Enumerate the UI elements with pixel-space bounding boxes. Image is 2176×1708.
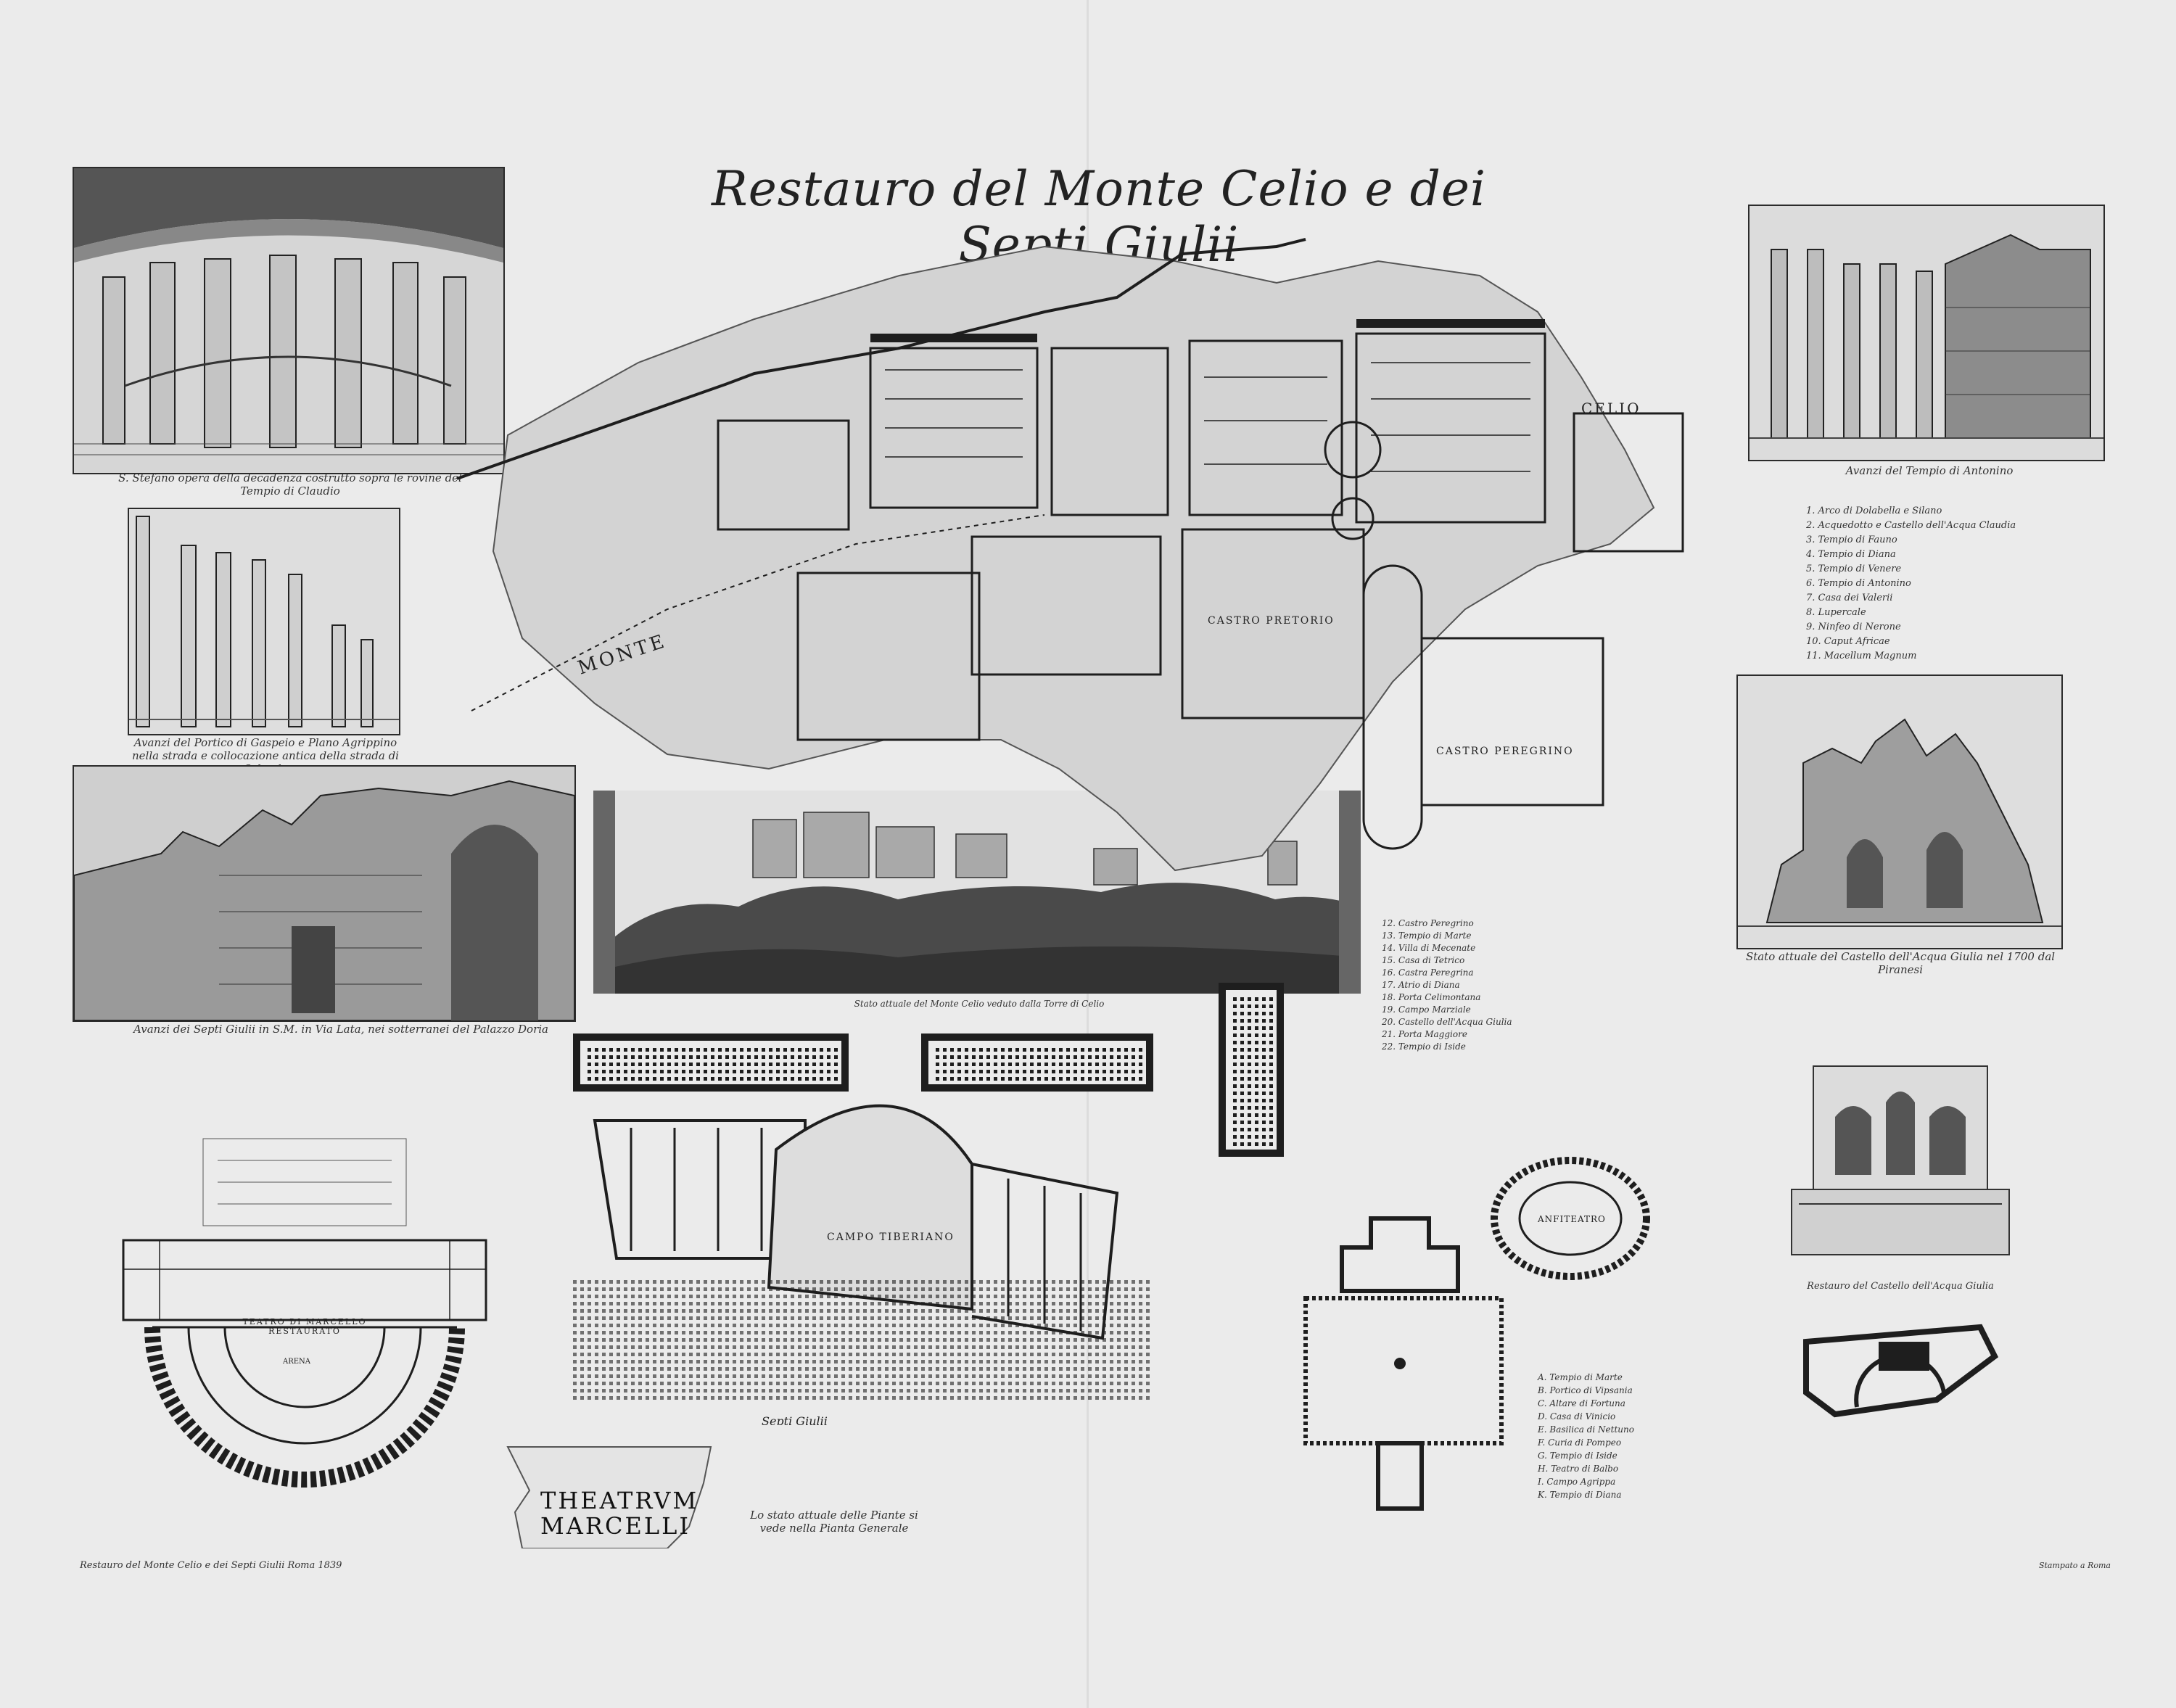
legend-item: 19. Campo Marziale <box>1382 1004 1471 1015</box>
bottom-left-caption: Restauro del Monte Celio e dei Septi Giu… <box>80 1560 342 1571</box>
temple-ruin-vignette <box>1748 205 2105 461</box>
legend-item: F. Curia di Pompeo <box>1538 1437 1622 1448</box>
legend-item: D. Casa di Vinicio <box>1538 1411 1616 1422</box>
legend-item: 12. Castro Peregrino <box>1382 918 1474 928</box>
legend-item: 22. Tempio di Iside <box>1382 1041 1466 1052</box>
legend-item: H. Teatro di Balbo <box>1538 1464 1619 1474</box>
castello-facade <box>1791 1065 2010 1255</box>
arch-ruin-vignette <box>73 765 576 1022</box>
legend-bottom: A. Tempio di Marte B. Portico di Vipsani… <box>1538 1371 1726 1501</box>
legend-item: 8. Lupercale <box>1806 607 1866 618</box>
celio-label: CELIO <box>1581 400 1641 417</box>
arch-ruin-caption: Avanzi dei Septi Giulii in S.M. in Via L… <box>133 1023 548 1036</box>
legend-item: I. Campo Agrippa <box>1538 1477 1616 1487</box>
castello-ruin-vignette <box>1736 674 2063 949</box>
legend-item: E. Basilica di Nettuno <box>1538 1424 1634 1435</box>
legend-item: 4. Tempio di Diana <box>1806 549 1896 560</box>
legend-item: 2. Acquedotto e Castello dell'Acqua Clau… <box>1806 520 2016 531</box>
legend-item: G. Tempio di Iside <box>1538 1451 1617 1461</box>
legend-item: B. Portico di Vipsania <box>1538 1385 1633 1395</box>
panorama-vignette <box>593 791 1361 994</box>
temple-plan <box>1303 1216 1504 1511</box>
septi-note: Lo stato attuale delle Piante si vede ne… <box>750 1509 918 1535</box>
columns-vignette <box>128 508 400 735</box>
legend-item: 21. Porta Maggiore <box>1382 1029 1467 1039</box>
legend-item: 20. Castello dell'Acqua Giulia <box>1382 1017 1512 1027</box>
legend-item: 14. Villa di Mecenate <box>1382 943 1476 953</box>
legend-item: 15. Casa di Tetrico <box>1382 955 1465 965</box>
legend-item: 1. Arco di Dolabella e Silano <box>1806 506 1942 516</box>
legend-item: 18. Porta Celimontana <box>1382 992 1481 1002</box>
theatrum-line2: MARCELLI <box>540 1512 691 1540</box>
anfiteatro-label: ANFITEATRO <box>1537 1214 1606 1224</box>
legend-item: 11. Macellum Magnum <box>1806 651 1917 661</box>
arena-label: ARENA <box>282 1358 311 1366</box>
castro-peregrino-label: CASTRO PEREGRINO <box>1436 746 1574 757</box>
legend-item: A. Tempio di Marte <box>1538 1372 1623 1382</box>
bottom-right-caption: Stampato a Roma <box>2038 1561 2111 1570</box>
celio-plan: MONTE CELIO CASTRO PRETORIO CASTRO PEREG… <box>456 238 1684 872</box>
marcellus-plan: ARENA <box>122 1138 487 1488</box>
rotunda-caption: S. Stefano opera della decadenza costrut… <box>118 471 462 498</box>
septi-label: Septi Giulii <box>762 1414 828 1425</box>
castello-ruin-caption: Stato attuale del Castello dell'Acqua Gi… <box>1745 950 2056 976</box>
legend-item: 17. Atrio di Diana <box>1382 980 1460 990</box>
legend-item: 13. Tempio di Marte <box>1382 931 1472 941</box>
legend-item: 5. Tempio di Venere <box>1806 564 1902 574</box>
castello-facade-caption: Restauro del Castello dell'Acqua Giulia <box>1807 1281 1994 1292</box>
castello-plan <box>1803 1324 1999 1418</box>
legend-item: 16. Castra Peregrina <box>1382 968 1474 978</box>
page-title: Restauro del Monte Celio e dei Septi Giu… <box>712 161 1486 273</box>
theatrum-fragment: THEATRVM MARCELLI <box>500 1440 718 1548</box>
legend-item: C. Altare di Fortuna <box>1538 1398 1625 1408</box>
temple-caption: Avanzi del Tempio di Antonino <box>1845 464 2014 477</box>
legend-right: 1. Arco di Dolabella e Silano 2. Acquedo… <box>1806 504 2096 664</box>
legend-item: 6. Tempio di Antonino <box>1806 578 1911 589</box>
castro-pretorio-label: CASTRO PRETORIO <box>1208 615 1335 627</box>
legend-item: 7. Casa dei Valerii <box>1806 593 1893 603</box>
amphitheatre-plan: ANFITEATRO <box>1491 1157 1650 1280</box>
rotunda-vignette <box>73 167 505 474</box>
campo-tiberiano-label: CAMPO TIBERIANO <box>827 1232 955 1243</box>
legend-item: 3. Tempio di Fauno <box>1806 535 1897 545</box>
theatrum-line1: THEATRVM <box>540 1487 699 1514</box>
legend-item: 9. Ninfeo di Nerone <box>1806 622 1901 632</box>
legend-mid: 12. Castro Peregrino 13. Tempio di Marte… <box>1382 917 1599 1053</box>
teatro-label: TEATRO DI MARCELLO RESTAURATO <box>242 1317 367 1336</box>
legend-item: K. Tempio di Diana <box>1538 1490 1622 1500</box>
panorama-caption: Stato attuale del Monte Celio veduto dal… <box>854 999 1105 1009</box>
legend-item: 10. Caput Africae <box>1806 636 1890 647</box>
septi-plan: CAMPO TIBERIANO Septi Giulii <box>573 983 1284 1425</box>
